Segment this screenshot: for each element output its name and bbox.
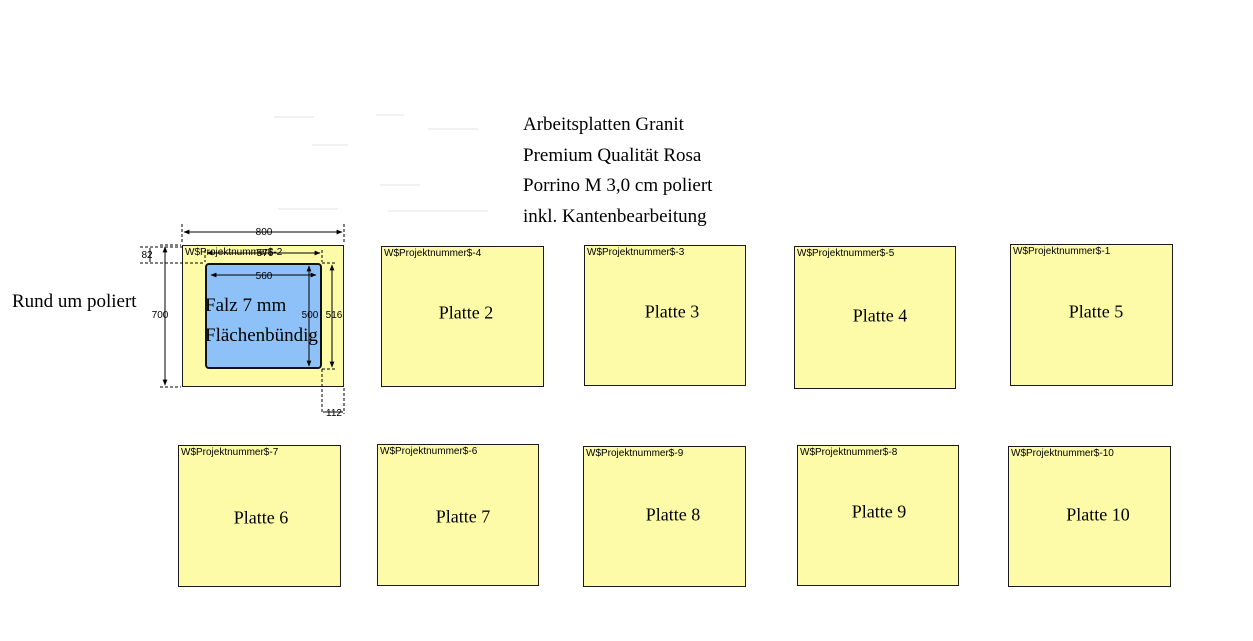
- plate-9[interactable]: W$Projektnummer$-8 Platte 9: [797, 445, 959, 586]
- plate-6[interactable]: W$Projektnummer$-7 Platte 6: [178, 445, 341, 587]
- plate-label: Platte 5: [1068, 301, 1124, 322]
- plate-label: Platte 8: [645, 504, 701, 525]
- dim-right-offset-label: 112: [326, 408, 342, 419]
- cutout-note: Falz 7 mm Flächenbündig: [205, 291, 318, 351]
- rebate-cutout: [205, 263, 322, 369]
- header-line: Premium Qualität Rosa: [523, 144, 702, 166]
- plate-code: W$Projektnummer$-5: [797, 248, 895, 259]
- plate-label: Platte 10: [1066, 504, 1130, 525]
- plate-label: Platte 6: [233, 507, 289, 528]
- plate-10[interactable]: W$Projektnummer$-10 Platte 10: [1008, 446, 1171, 587]
- plate-3[interactable]: W$Projektnummer$-3 Platte 3: [584, 245, 746, 386]
- plate-7[interactable]: W$Projektnummer$-6 Platte 7: [377, 444, 539, 586]
- plate-5[interactable]: W$Projektnummer$-1 Platte 5: [1010, 244, 1173, 386]
- dim-cutout-outer-width-label: 576: [257, 248, 274, 259]
- dim-top-offset-label: 82: [141, 250, 153, 261]
- plate-code: W$Projektnummer$-4: [384, 248, 482, 259]
- dim-width-label: 800: [256, 227, 273, 238]
- plate-code: W$Projektnummer$-7: [181, 447, 279, 458]
- edge-note: Rund um poliert: [12, 291, 137, 312]
- plate-4[interactable]: W$Projektnummer$-5 Platte 4: [794, 246, 956, 389]
- cutout-note-line: Falz 7 mm: [205, 295, 287, 316]
- dim-cutout-outer-height-label: 516: [326, 310, 343, 321]
- specification-header: Arbeitsplatten Granit Premium Qualität R…: [523, 110, 712, 232]
- plate-label: Platte 2: [438, 302, 494, 323]
- plate-code: W$Projektnummer$-8: [800, 447, 898, 458]
- plate-code: W$Projektnummer$-9: [586, 448, 684, 459]
- plate-label: Platte 3: [644, 301, 700, 322]
- plate-code: W$Projektnummer$-1: [1013, 246, 1111, 257]
- plate-code: W$Projektnummer$-10: [1011, 448, 1114, 459]
- header-line: Arbeitsplatten Granit: [523, 114, 684, 135]
- header-line: Porrino M 3,0 cm poliert: [523, 175, 713, 196]
- plate-label: Platte 9: [851, 501, 907, 522]
- plate-label: Platte 7: [435, 506, 491, 527]
- dim-height-label: 700: [152, 310, 169, 321]
- faded-background-text: [268, 104, 518, 219]
- cutout-note-line: Flächenbündig: [205, 325, 318, 346]
- plate-2[interactable]: W$Projektnummer$-4 Platte 2: [381, 246, 544, 387]
- plate-code: W$Projektnummer$-6: [380, 446, 478, 457]
- dim-cutout-inner-height-label: 500: [302, 310, 319, 321]
- plate-label: Platte 4: [852, 305, 908, 326]
- header-line: inkl. Kantenbearbeitung: [523, 205, 707, 227]
- plate-code: W$Projektnummer$-3: [587, 247, 685, 258]
- plate-8[interactable]: W$Projektnummer$-9 Platte 8: [583, 446, 746, 587]
- dim-cutout-inner-width-label: 560: [256, 271, 273, 282]
